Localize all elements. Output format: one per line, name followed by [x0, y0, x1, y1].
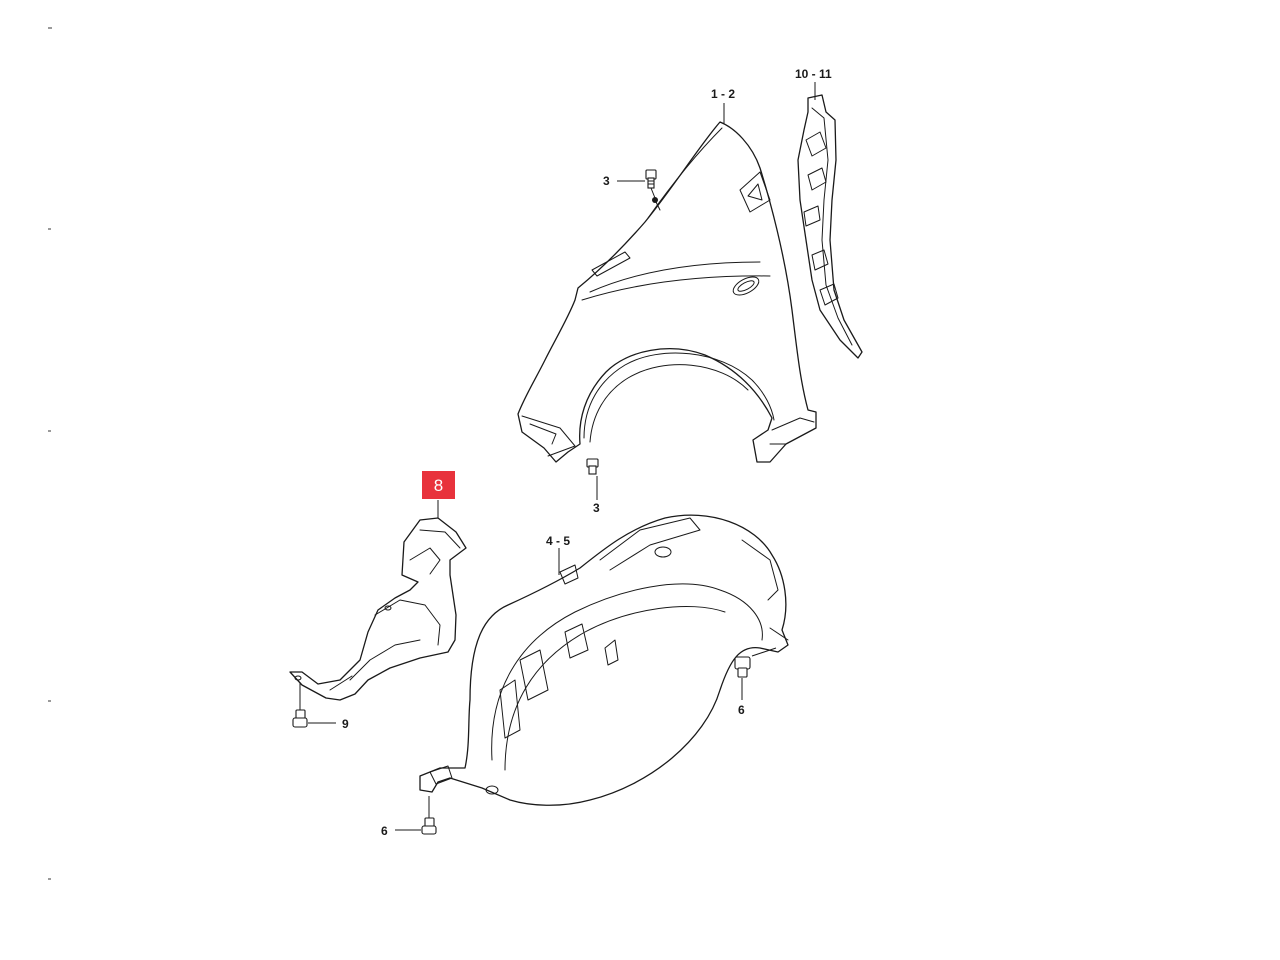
callout-pillar-panel: 10 - 11 — [795, 67, 832, 81]
callout-front-liner-screw: 6 — [381, 824, 388, 838]
callout-rear-liner-screw: 6 — [738, 703, 745, 717]
callout-highlighted-part: 8 — [434, 476, 443, 495]
callout-leaders — [437, 82, 816, 575]
front-fender[interactable] — [517, 121, 817, 463]
lower-bolt[interactable] — [586, 458, 599, 500]
callout-cover-bolt: 9 — [342, 717, 349, 731]
cover-bolt[interactable] — [292, 682, 336, 728]
scan-edge-marks — [48, 27, 52, 880]
upper-bolt[interactable] — [617, 169, 658, 203]
callout-lower-bolt: 3 — [593, 501, 600, 515]
callout-fender-liner: 4 - 5 — [546, 534, 570, 548]
highlight-badge-box — [422, 471, 455, 499]
front-liner-screw[interactable] — [395, 796, 437, 835]
fender-pillar-panel[interactable] — [797, 94, 863, 359]
rear-liner-screw[interactable] — [734, 647, 777, 700]
fender-liner-cover[interactable] — [289, 517, 467, 701]
callout-upper-bolt: 3 — [603, 174, 610, 188]
highlight-badge[interactable]: 8 — [422, 471, 455, 499]
callout-fender: 1 - 2 — [711, 87, 735, 101]
fender-liner[interactable] — [419, 514, 789, 806]
